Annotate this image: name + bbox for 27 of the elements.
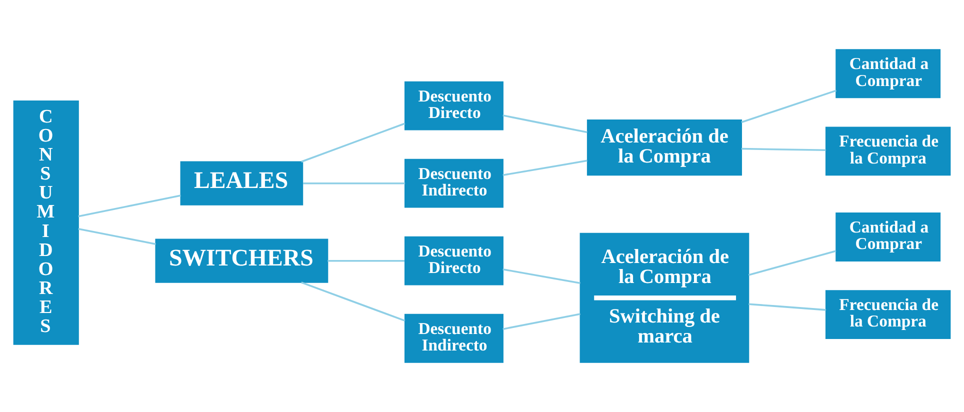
node-box: Aceleración de la Compra Switching de marca [580, 232, 750, 363]
node-box: Cantidad a Comprar [836, 49, 941, 98]
node-box: Descuento Directo [404, 236, 504, 286]
connector [328, 260, 405, 262]
node-box: SWITCHERS [155, 238, 328, 283]
node-box: Aceleración de la Compra [586, 120, 742, 176]
connector [301, 282, 406, 322]
connector [78, 228, 156, 245]
node-box: Frecuencia de la Compra [825, 126, 951, 176]
connector [303, 182, 405, 184]
connector [741, 148, 826, 152]
node-box: Frecuencia de la Compra [825, 290, 951, 339]
connector [78, 194, 181, 218]
node-box: Cantidad a Comprar [836, 212, 941, 262]
node-box: CONSUMIDORES [13, 100, 79, 345]
connector [502, 114, 588, 134]
node-box: Descuento Indirecto [404, 314, 504, 363]
connector [748, 303, 826, 311]
connector [748, 250, 836, 276]
node-box: LEALES [180, 161, 304, 206]
connector [502, 268, 580, 284]
connector [502, 313, 580, 330]
node-box: Descuento Indirecto [404, 158, 504, 208]
node-box: Descuento Directo [404, 81, 504, 130]
connector [301, 122, 406, 163]
connector [502, 160, 588, 176]
connector [741, 90, 836, 124]
